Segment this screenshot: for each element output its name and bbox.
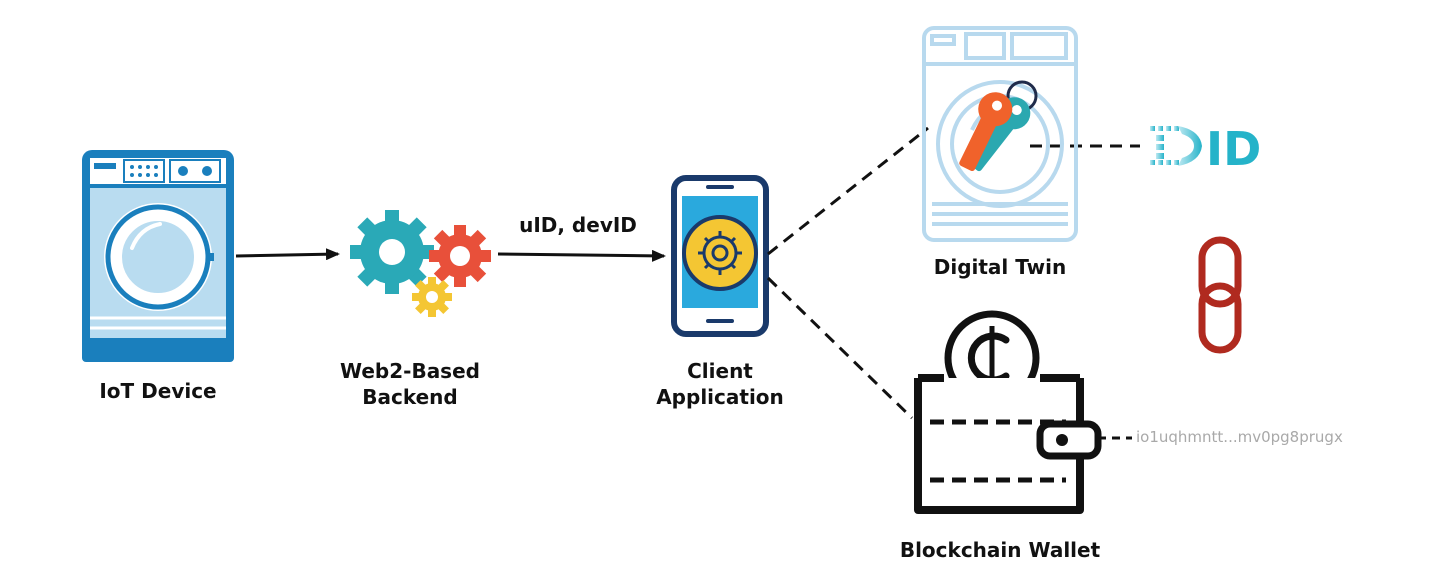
edge-iot-to-backend	[235, 248, 340, 261]
key-icon	[959, 80, 1038, 172]
client-app-label: Client Application	[630, 358, 810, 410]
backend-label-line2: Backend	[362, 385, 458, 409]
wallet-label: Blockchain Wallet	[899, 538, 1101, 562]
wallet-address: io1uqhmntt...mv0pg8prugx	[1136, 428, 1343, 446]
backend-gears-icon	[350, 210, 491, 317]
edge-client-to-wallet	[766, 276, 914, 420]
edge-backend-to-client	[497, 249, 666, 262]
client-phone-icon	[671, 175, 769, 337]
did-logo-icon: ID	[1150, 122, 1261, 176]
client-app-label-line1: Client	[687, 359, 753, 383]
edge-label-uid-devid: uID, devID	[519, 213, 637, 237]
chain-link-icon	[1198, 236, 1242, 354]
client-app-label-line2: Application	[656, 385, 784, 409]
edge-client-to-twin	[767, 126, 929, 256]
backend-label: Web2-Based Backend	[320, 358, 500, 410]
digital-twin-icon	[922, 26, 1078, 242]
backend-label-line1: Web2-Based	[340, 359, 480, 383]
digital-twin-label: Digital Twin	[933, 255, 1067, 279]
wallet-icon	[914, 310, 1102, 514]
did-logo-text: ID	[1206, 122, 1261, 176]
iot-device-washer-icon	[82, 150, 234, 362]
iot-device-label: IoT Device	[99, 379, 217, 403]
